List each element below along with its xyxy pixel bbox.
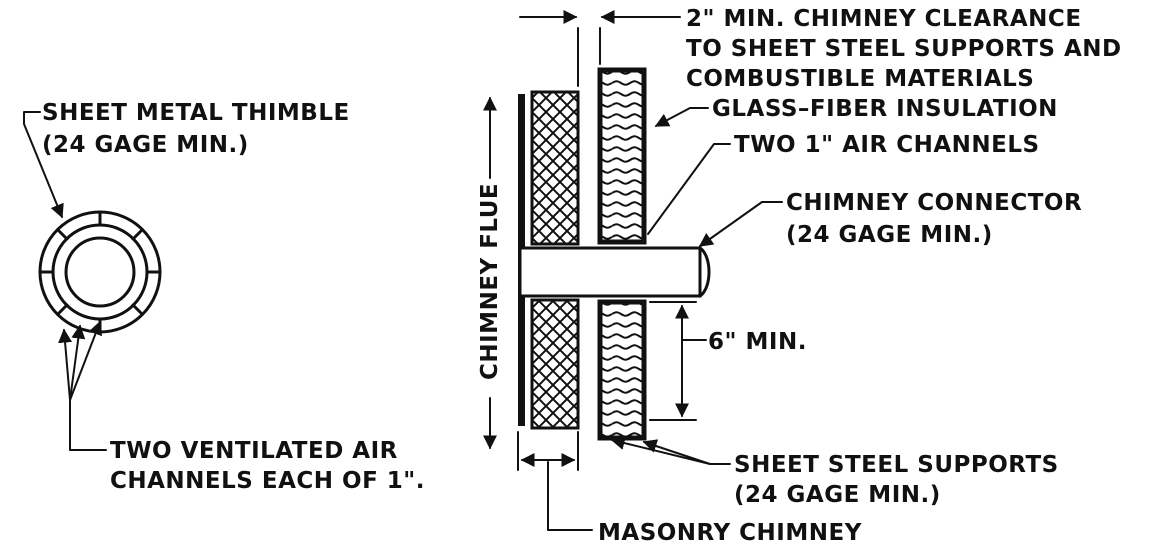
clearance-dimension: [519, 10, 681, 87]
flue-label: CHIMNEY FLUE: [477, 183, 503, 380]
steel-label-line2: (24 GAGE MIN.): [734, 482, 941, 508]
masonry-wall-lower: [530, 298, 580, 430]
thimble-leader: [23, 111, 64, 219]
clearance-label-line3: COMBUSTIBLE MATERIALS: [686, 66, 1034, 92]
steel-label-line1: SHEET STEEL SUPPORTS: [734, 452, 1059, 478]
insulation-upper: [598, 68, 646, 244]
glass-fiber-label: GLASS–FIBER INSULATION: [712, 96, 1058, 122]
clearance-label-line1: 2" MIN. CHIMNEY CLEARANCE: [686, 6, 1082, 32]
vent-label-line1: TWO VENTILATED AIR: [110, 438, 398, 464]
thimble-label-line2: (24 GAGE MIN.): [42, 132, 249, 158]
connector-label-line1: CHIMNEY CONNECTOR: [786, 190, 1082, 216]
chimney-connector-pipe: [518, 246, 711, 298]
glass-fiber-leader: [654, 107, 709, 127]
six-min-label: 6" MIN.: [708, 329, 807, 355]
masonry-label: MASONRY CHIMNEY: [598, 520, 862, 546]
air-channels-leader: [647, 143, 731, 235]
six-min-dimension: [649, 301, 707, 421]
thimble-section: [38, 210, 162, 334]
clearance-label-line2: TO SHEET STEEL SUPPORTS AND: [686, 36, 1122, 62]
vent-leader: [69, 399, 107, 451]
air-channels-label: TWO 1" AIR CHANNELS: [734, 132, 1040, 158]
vent-label-line2: CHANNELS EACH OF 1".: [110, 468, 425, 494]
masonry-wall-upper: [530, 90, 580, 246]
connector-leader: [698, 201, 783, 247]
thimble-label-line1: SHEET METAL THIMBLE: [42, 100, 350, 126]
connector-label-line2: (24 GAGE MIN.): [786, 222, 993, 248]
insulation-lower: [598, 300, 646, 440]
masonry-dimension: [517, 431, 593, 531]
